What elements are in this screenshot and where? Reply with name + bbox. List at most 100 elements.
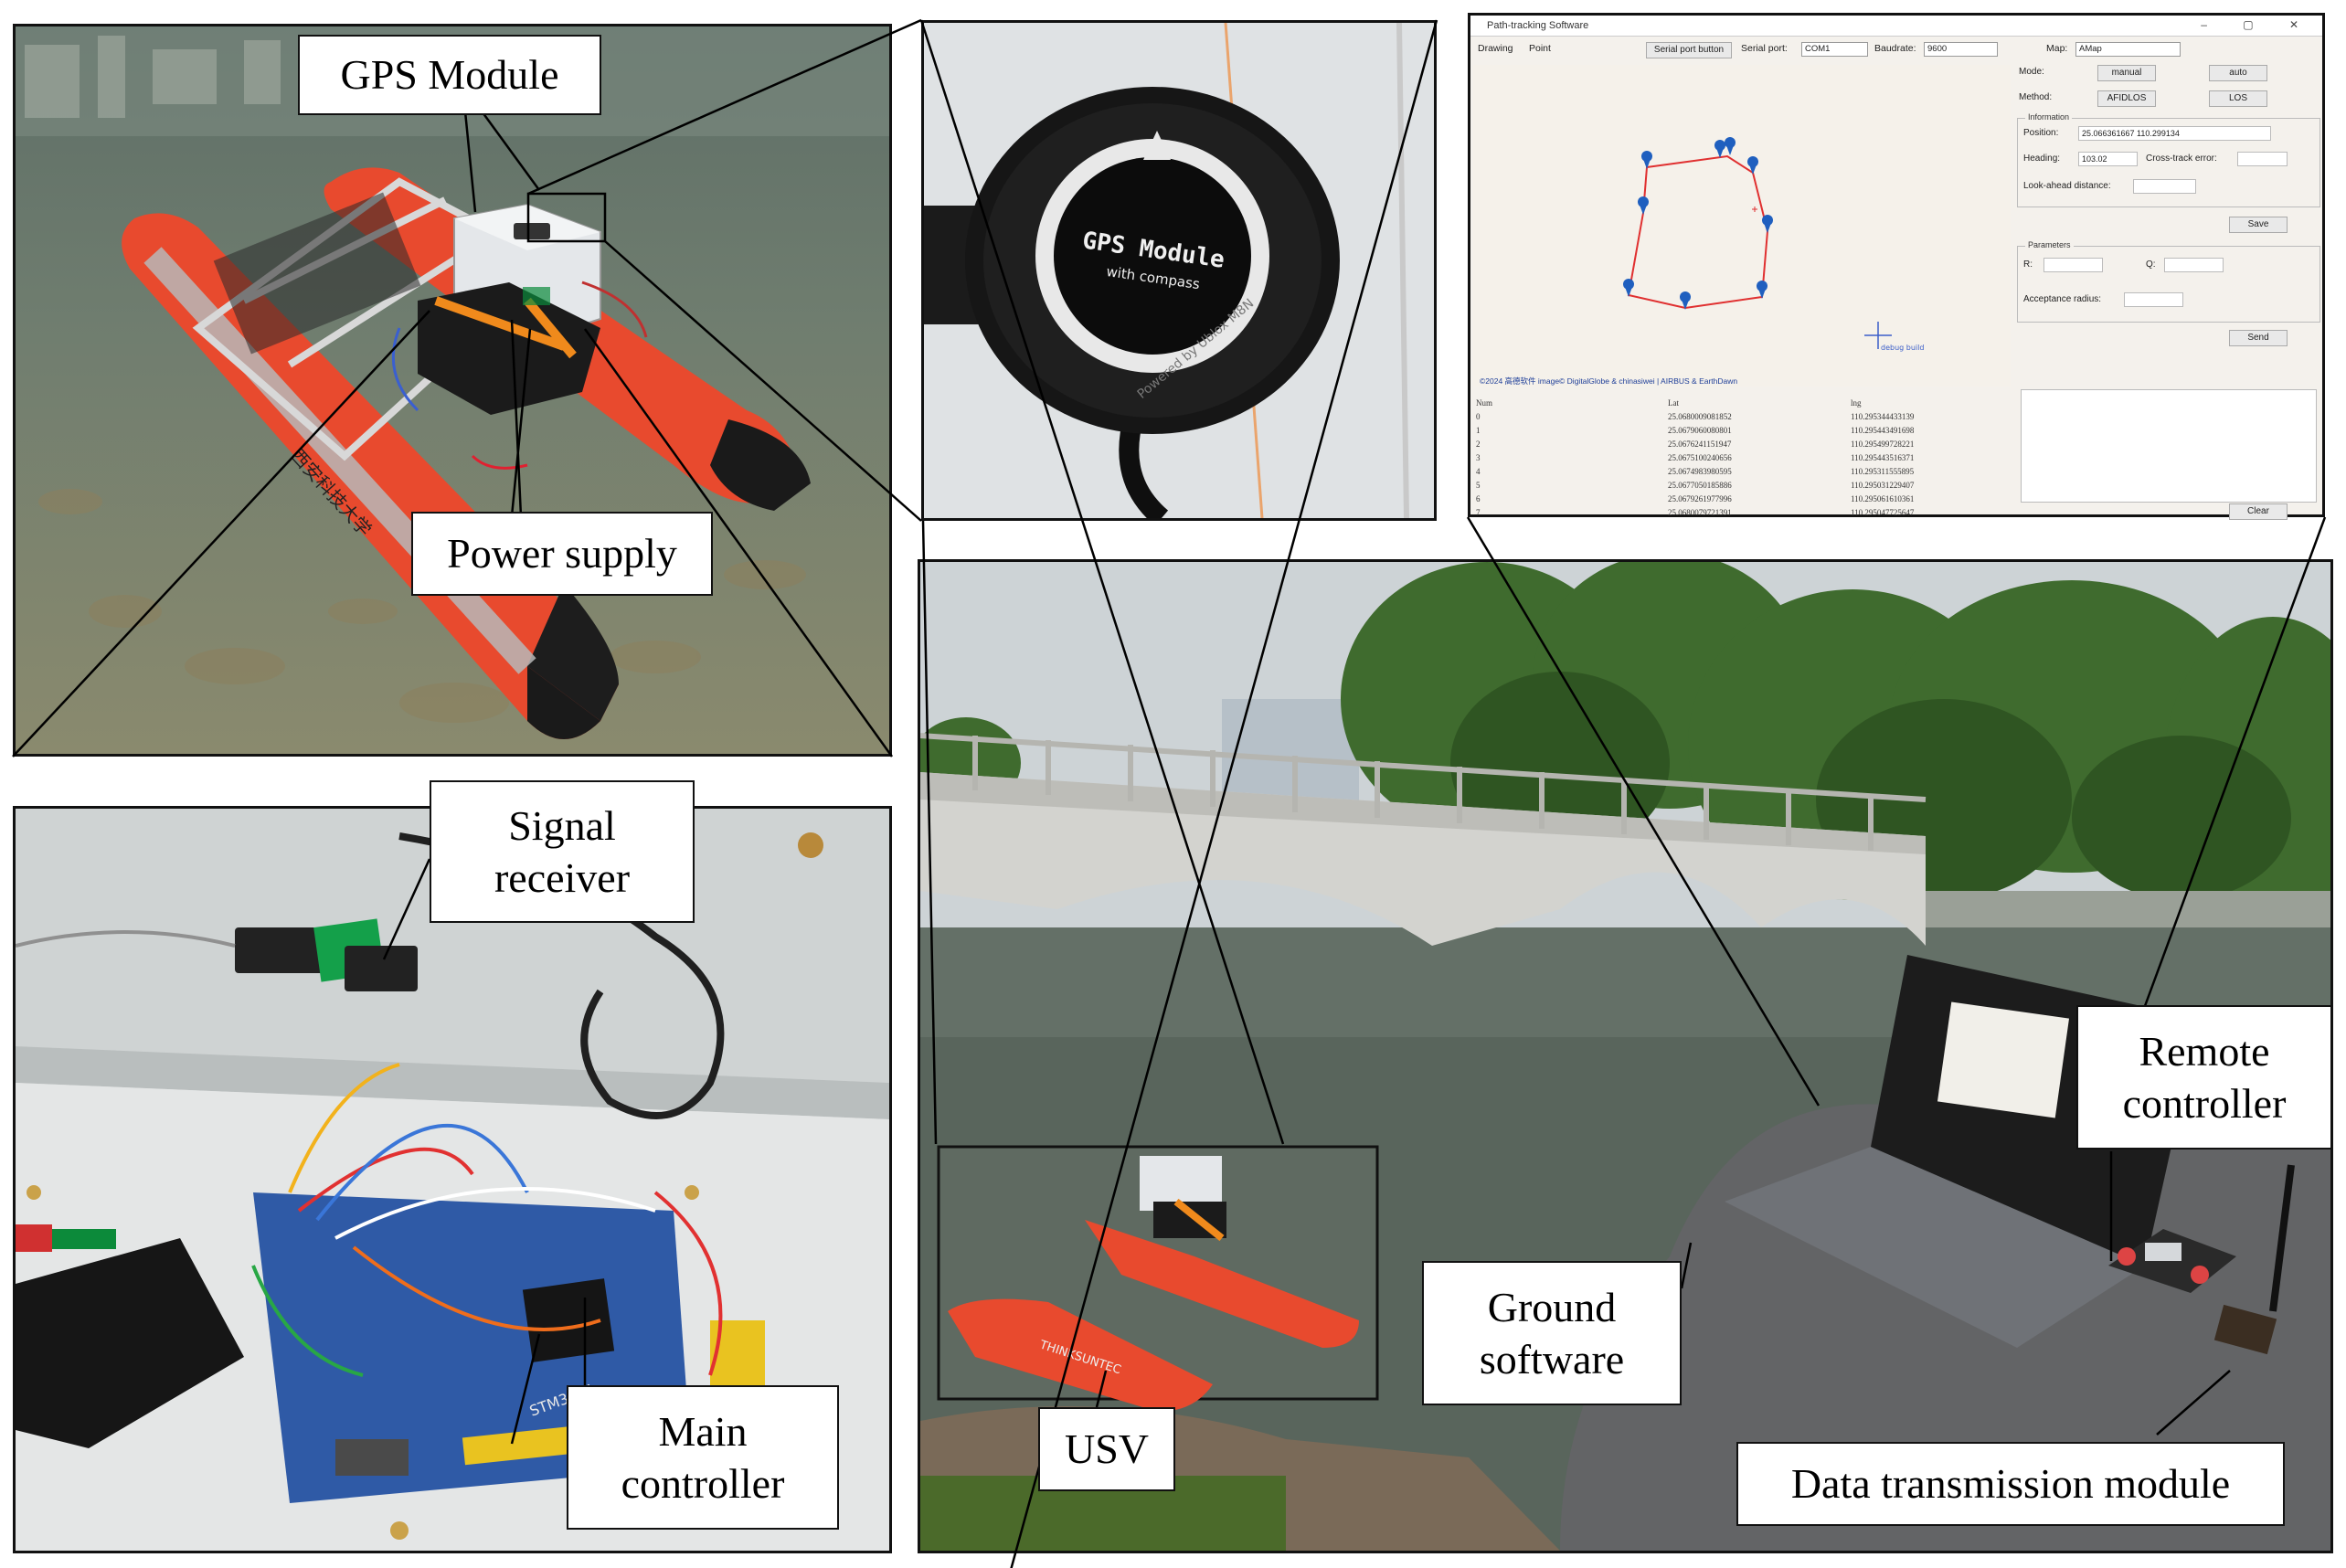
power-supply-label: Power supply bbox=[447, 530, 677, 577]
mode-auto-button[interactable]: auto bbox=[2209, 65, 2267, 81]
debug-label: debug build bbox=[1881, 344, 1924, 352]
cross-track-label: Cross-track error: bbox=[2146, 154, 2217, 164]
heading-field[interactable]: 103.02 bbox=[2078, 152, 2138, 166]
acceptance-radius-label: Acceptance radius: bbox=[2023, 294, 2102, 304]
remote-controller-callout: Remote controller bbox=[2076, 1005, 2332, 1150]
clear-button[interactable]: Clear bbox=[2229, 503, 2288, 520]
serial-port-label: Serial port: bbox=[1741, 43, 1788, 54]
parameters-group: Parameters R: Q: Acceptance radius: bbox=[2017, 240, 2320, 323]
remote-controller-label-1: Remote bbox=[2139, 1027, 2270, 1075]
lookahead-field[interactable] bbox=[2133, 179, 2196, 194]
cell-lng: 110.295499728221 bbox=[1851, 439, 1915, 449]
ground-software-callout: Ground software bbox=[1422, 1261, 1682, 1405]
waypoint-table: Num Lat lng 0 25.0680009081852 110.2953444… bbox=[1476, 396, 2006, 519]
control-panel: Mode: manual auto Method: AFIDLOS LOS In… bbox=[2017, 65, 2322, 520]
table-row[interactable]: 1 25.0679060080801 110.295443491698 bbox=[1476, 423, 2006, 437]
q-label: Q: bbox=[2146, 260, 2156, 270]
main-controller-callout: Main controller bbox=[567, 1385, 839, 1530]
position-field[interactable]: 25.066361667 110.299134 bbox=[2078, 126, 2271, 141]
mode-manual-button[interactable]: manual bbox=[2097, 65, 2156, 81]
map-label: Map: bbox=[2046, 43, 2068, 54]
cell-lng: 110.295344433139 bbox=[1851, 411, 1915, 421]
cell-lat: 25.0677050185886 bbox=[1668, 480, 1732, 490]
cell-num: 1 bbox=[1476, 425, 1481, 435]
boat-photo-panel: 西安科技大学 bbox=[13, 24, 892, 757]
mode-label: Mode: bbox=[2019, 67, 2044, 77]
cell-lat: 25.0674983980595 bbox=[1668, 466, 1732, 476]
col-lat-header: Lat bbox=[1668, 397, 1679, 408]
cell-lng: 110.295311555895 bbox=[1851, 466, 1915, 476]
gps-module-callout: GPS Module bbox=[298, 35, 601, 115]
data-transmission-callout: Data transmission module bbox=[1736, 1442, 2285, 1526]
cell-num: 7 bbox=[1476, 507, 1481, 517]
window-title: Path-tracking Software bbox=[1487, 20, 1589, 31]
parameters-group-title: Parameters bbox=[2025, 240, 2074, 249]
cell-num: 6 bbox=[1476, 493, 1481, 503]
usv-label: USV bbox=[1064, 1425, 1150, 1473]
electronics-photo: STM32F4 bbox=[16, 809, 889, 1551]
cross-track-field[interactable] bbox=[2237, 152, 2288, 166]
usv-callout: USV bbox=[1038, 1407, 1175, 1491]
cell-lat: 25.0675100240656 bbox=[1668, 452, 1732, 462]
acceptance-radius-field[interactable] bbox=[2124, 292, 2183, 307]
cell-lat: 25.0676241151947 bbox=[1668, 439, 1732, 449]
boat-photo: 西安科技大学 bbox=[16, 26, 889, 754]
cell-lat: 25.0679261977996 bbox=[1668, 493, 1732, 503]
lookahead-label: Look-ahead distance: bbox=[2023, 181, 2111, 191]
col-num-header: Num bbox=[1476, 397, 1492, 408]
method-afidlos-button[interactable]: AFIDLOS bbox=[2097, 90, 2156, 107]
serial-port-select[interactable]: COM1 bbox=[1801, 42, 1868, 57]
signal-receiver-label-1: Signal bbox=[508, 801, 616, 849]
cell-lat: 25.0679060080801 bbox=[1668, 425, 1732, 435]
cell-num: 0 bbox=[1476, 411, 1481, 421]
ground-software-label-2: software bbox=[1479, 1336, 1625, 1383]
main-controller-label-2: controller bbox=[621, 1460, 785, 1507]
save-button[interactable]: Save bbox=[2229, 217, 2288, 233]
r-field[interactable] bbox=[2043, 258, 2103, 272]
cell-num: 2 bbox=[1476, 439, 1481, 449]
signal-receiver-label-2: receiver bbox=[494, 854, 631, 901]
heading-label: Heading: bbox=[2023, 154, 2061, 164]
baudrate-select[interactable]: 9600 bbox=[1924, 42, 1998, 57]
cell-lat: 25.0680009081852 bbox=[1668, 411, 1732, 421]
q-field[interactable] bbox=[2164, 258, 2224, 272]
send-button[interactable]: Send bbox=[2229, 330, 2288, 346]
table-row[interactable]: 3 25.0675100240656 110.295443516371 bbox=[1476, 450, 2006, 464]
col-lng-header: lng bbox=[1851, 397, 1862, 408]
table-row[interactable]: 2 25.0676241151947 110.295499728221 bbox=[1476, 437, 2006, 450]
gps-closeup-panel: GPS Module with compass Powered by Ublox… bbox=[921, 20, 1437, 521]
data-transmission-label: Data transmission module bbox=[1790, 1460, 2231, 1508]
cell-num: 5 bbox=[1476, 480, 1481, 490]
table-header-row: Num Lat lng bbox=[1476, 396, 2006, 409]
table-row[interactable]: 5 25.0677050185886 110.295031229407 bbox=[1476, 478, 2006, 492]
map-select[interactable]: AMap bbox=[2075, 42, 2181, 57]
map-canvas[interactable]: debug build bbox=[1473, 65, 2011, 387]
cell-lng: 110.295443491698 bbox=[1851, 425, 1915, 435]
window-titlebar: Path-tracking Software – ▢ ✕ bbox=[1470, 16, 2322, 37]
electronics-photo-panel: STM32F4 bbox=[13, 806, 892, 1553]
menu-point[interactable]: Point bbox=[1529, 43, 1551, 54]
window-controls-icon[interactable]: – ▢ ✕ bbox=[2201, 18, 2315, 31]
ground-software-label-1: Ground bbox=[1487, 1283, 1617, 1330]
remote-controller-label-2: controller bbox=[2122, 1080, 2287, 1127]
position-label: Position: bbox=[2023, 128, 2059, 138]
method-los-button[interactable]: LOS bbox=[2209, 90, 2267, 107]
information-group: Information Position: 25.066361667 110.2… bbox=[2017, 112, 2320, 207]
r-label: R: bbox=[2023, 260, 2033, 270]
gps-module-label: GPS Module bbox=[340, 51, 559, 99]
table-row[interactable]: 0 25.0680009081852 110.295344433139 bbox=[1476, 409, 2006, 423]
cell-lng: 110.295031229407 bbox=[1851, 480, 1915, 490]
power-supply-callout: Power supply bbox=[411, 512, 713, 596]
log-output-box[interactable] bbox=[2021, 389, 2317, 503]
information-group-title: Information bbox=[2025, 112, 2073, 122]
cell-lat: 25.0680079721391 bbox=[1668, 507, 1732, 517]
cell-num: 3 bbox=[1476, 452, 1481, 462]
menu-drawing[interactable]: Drawing bbox=[1478, 43, 1513, 54]
method-label: Method: bbox=[2019, 92, 2053, 102]
signal-receiver-callout: Signal receiver bbox=[430, 780, 695, 923]
cell-lng: 110.295443516371 bbox=[1851, 452, 1915, 462]
serial-port-button[interactable]: Serial port button bbox=[1646, 42, 1732, 58]
